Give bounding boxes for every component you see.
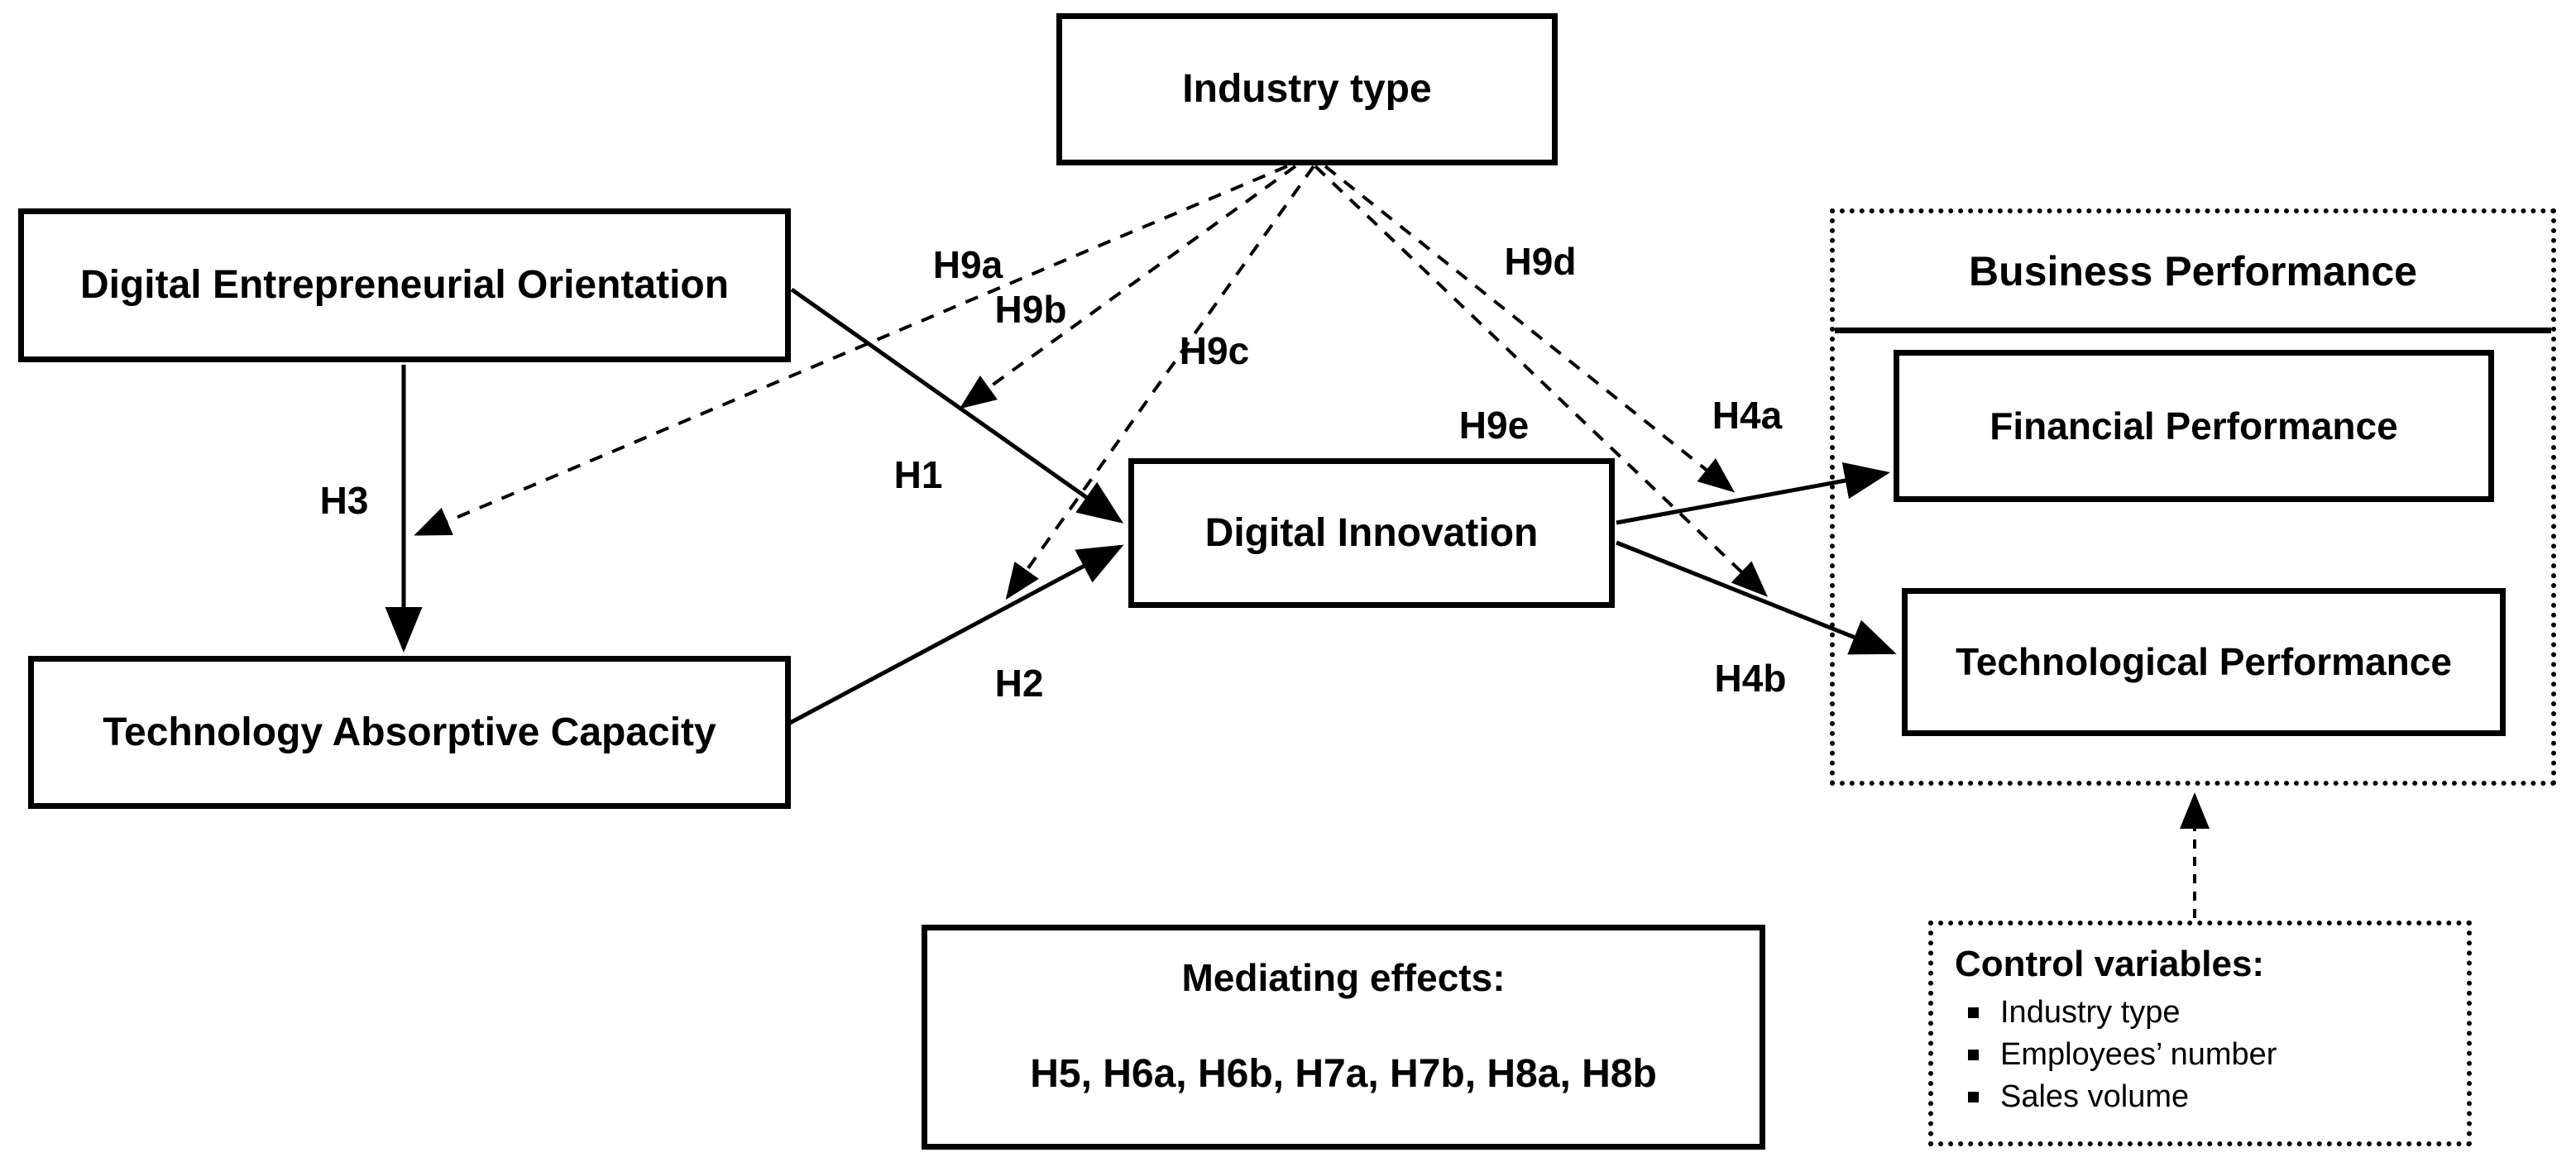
bullet-square-icon xyxy=(1968,1007,1979,1018)
digital-entrepreneurial-orientation-label: Digital Entrepreneurial Orientation xyxy=(79,263,730,308)
bullet-square-icon xyxy=(1968,1092,1979,1102)
financial-performance-label: Financial Performance xyxy=(1989,404,2398,447)
control-variable-item: Industry type xyxy=(1968,995,2445,1031)
technology-absorptive-capacity-box: Technology Absorptive Capacity xyxy=(28,656,791,809)
digital-innovation-box: Digital Innovation xyxy=(1128,458,1615,608)
arrow-h2-tac-to-di xyxy=(788,544,1124,725)
path-label-h3: H3 xyxy=(319,479,369,522)
arrow-h1-deo-to-di xyxy=(790,287,1124,524)
path-label-h9a: H9a xyxy=(932,243,1003,286)
control-variables-box: Control variables: Industry type Employe… xyxy=(1928,921,2472,1146)
control-variables-title: Control variables: xyxy=(1955,944,2265,984)
mediating-effects-list: H5, H6a, H6b, H7a, H7b, H8a, H8b xyxy=(1030,1052,1657,1096)
control-variable-employees-number: Employees’ number xyxy=(2000,1037,2277,1072)
control-variable-item: Sales volume xyxy=(1968,1079,2445,1115)
digital-entrepreneurial-orientation-box: Digital Entrepreneurial Orientation xyxy=(18,208,791,362)
path-label-h1: H1 xyxy=(893,453,943,496)
path-label-h4a: H4a xyxy=(1712,394,1783,437)
business-performance-label: Business Performance xyxy=(1969,248,2417,294)
path-label-h4b: H4b xyxy=(1714,657,1787,700)
mediating-effects-box: Mediating effects: H5, H6a, H6b, H7a, H7… xyxy=(922,925,1765,1150)
control-variable-item: Employees’ number xyxy=(1968,1037,2445,1073)
financial-performance-box: Financial Performance xyxy=(1894,350,2494,502)
industry-type-label: Industry type xyxy=(1182,67,1432,112)
path-label-h9c: H9c xyxy=(1179,329,1250,372)
business-performance-divider xyxy=(1835,328,2551,333)
path-label-h2: H2 xyxy=(994,662,1044,705)
path-label-h9b: H9b xyxy=(994,288,1067,331)
control-variable-sales-volume: Sales volume xyxy=(2000,1079,2190,1114)
mediating-effects-title: Mediating effects: xyxy=(1181,956,1506,999)
control-variable-industry-type: Industry type xyxy=(2000,995,2181,1030)
technological-performance-label: Technological Performance xyxy=(1956,640,2452,684)
digital-innovation-label: Digital Innovation xyxy=(1204,510,1539,555)
technological-performance-box: Technological Performance xyxy=(1902,588,2506,736)
technology-absorptive-capacity-label: Technology Absorptive Capacity xyxy=(103,710,716,754)
industry-type-box: Industry type xyxy=(1056,13,1558,165)
bullet-square-icon xyxy=(1968,1050,1979,1060)
path-label-h9e: H9e xyxy=(1458,404,1530,447)
path-label-h9d: H9d xyxy=(1504,240,1577,283)
